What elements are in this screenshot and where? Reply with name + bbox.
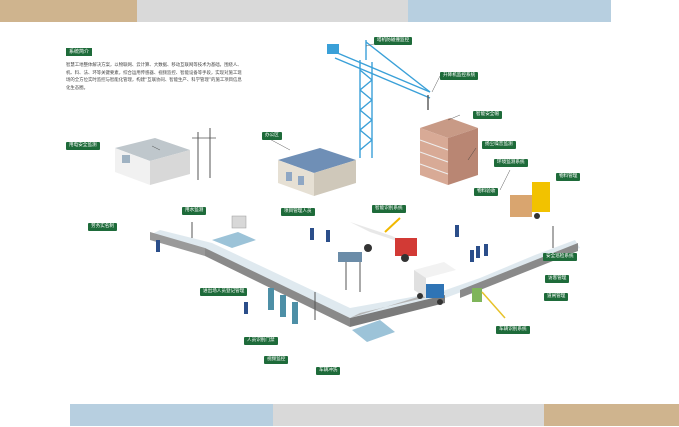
label-visitor: 访客管理	[545, 275, 570, 283]
gate-booth	[472, 288, 482, 302]
intro-title: 系统简介	[66, 48, 93, 56]
label-labor: 劳务实名制	[88, 223, 117, 231]
bottom-band-gray	[273, 404, 544, 426]
label-material-check: 物料验收	[474, 188, 499, 196]
tower-crane	[334, 40, 431, 158]
bottom-band-tan	[544, 404, 679, 426]
power-station	[115, 128, 216, 185]
turnstile-gates	[268, 288, 298, 324]
crane-cab	[327, 44, 339, 54]
boundary-wall-diag	[205, 248, 350, 327]
wash-station	[352, 320, 395, 342]
construction-building	[419, 118, 478, 185]
delivery-truck	[414, 262, 456, 305]
top-band-tan	[0, 0, 137, 22]
label-wall-sensor: 安全巡检系统	[543, 253, 577, 261]
label-gate: 人员识别门禁	[244, 337, 278, 345]
label-elevator: 升降机监控系统	[440, 72, 479, 80]
label-forklift: 物料管理	[556, 173, 581, 181]
label-material: 智能安全帽	[473, 111, 502, 119]
label-smart-gate: 车辆识别系统	[496, 326, 530, 334]
forklift	[510, 182, 550, 219]
water-pool	[212, 232, 256, 248]
label-staff: 项目管理人员	[281, 208, 315, 216]
noise-display-board	[338, 252, 362, 262]
bottom-band-blue	[70, 404, 273, 426]
top-band-gray	[137, 0, 408, 22]
boundary-wall-bottom	[350, 295, 445, 327]
truck-crane	[350, 217, 417, 262]
label-env-control: 环境监测系统	[494, 159, 528, 167]
monitor-poles	[191, 222, 554, 320]
office-building	[278, 148, 356, 196]
boundary-wall-left	[150, 232, 205, 256]
label-tower-crane: 塔机防碰撞监控	[374, 37, 413, 45]
intro-text: 智慧工地整体解决方案，以物联网、云计算、大数据、移动互联网等技术为基础，围绕人、…	[66, 63, 242, 91]
barrier-arm	[481, 291, 506, 319]
label-barrier: 道闸管理	[544, 293, 569, 301]
label-water: 用水监测	[182, 207, 207, 215]
label-camera: 视频监控	[264, 356, 289, 364]
label-dust: 扬尘噪音监测	[482, 141, 516, 149]
label-worker-id: 进出场人员登记管理	[200, 288, 248, 296]
workers	[156, 225, 488, 314]
site-floor	[150, 230, 580, 318]
top-band-blue	[408, 0, 611, 22]
label-electric: 用电安全监测	[66, 142, 100, 150]
label-office: 办公区	[262, 132, 282, 140]
label-hoist: 智能识别系统	[372, 205, 406, 213]
label-road: 车辆冲洗	[316, 367, 341, 375]
electric-box	[231, 215, 247, 229]
